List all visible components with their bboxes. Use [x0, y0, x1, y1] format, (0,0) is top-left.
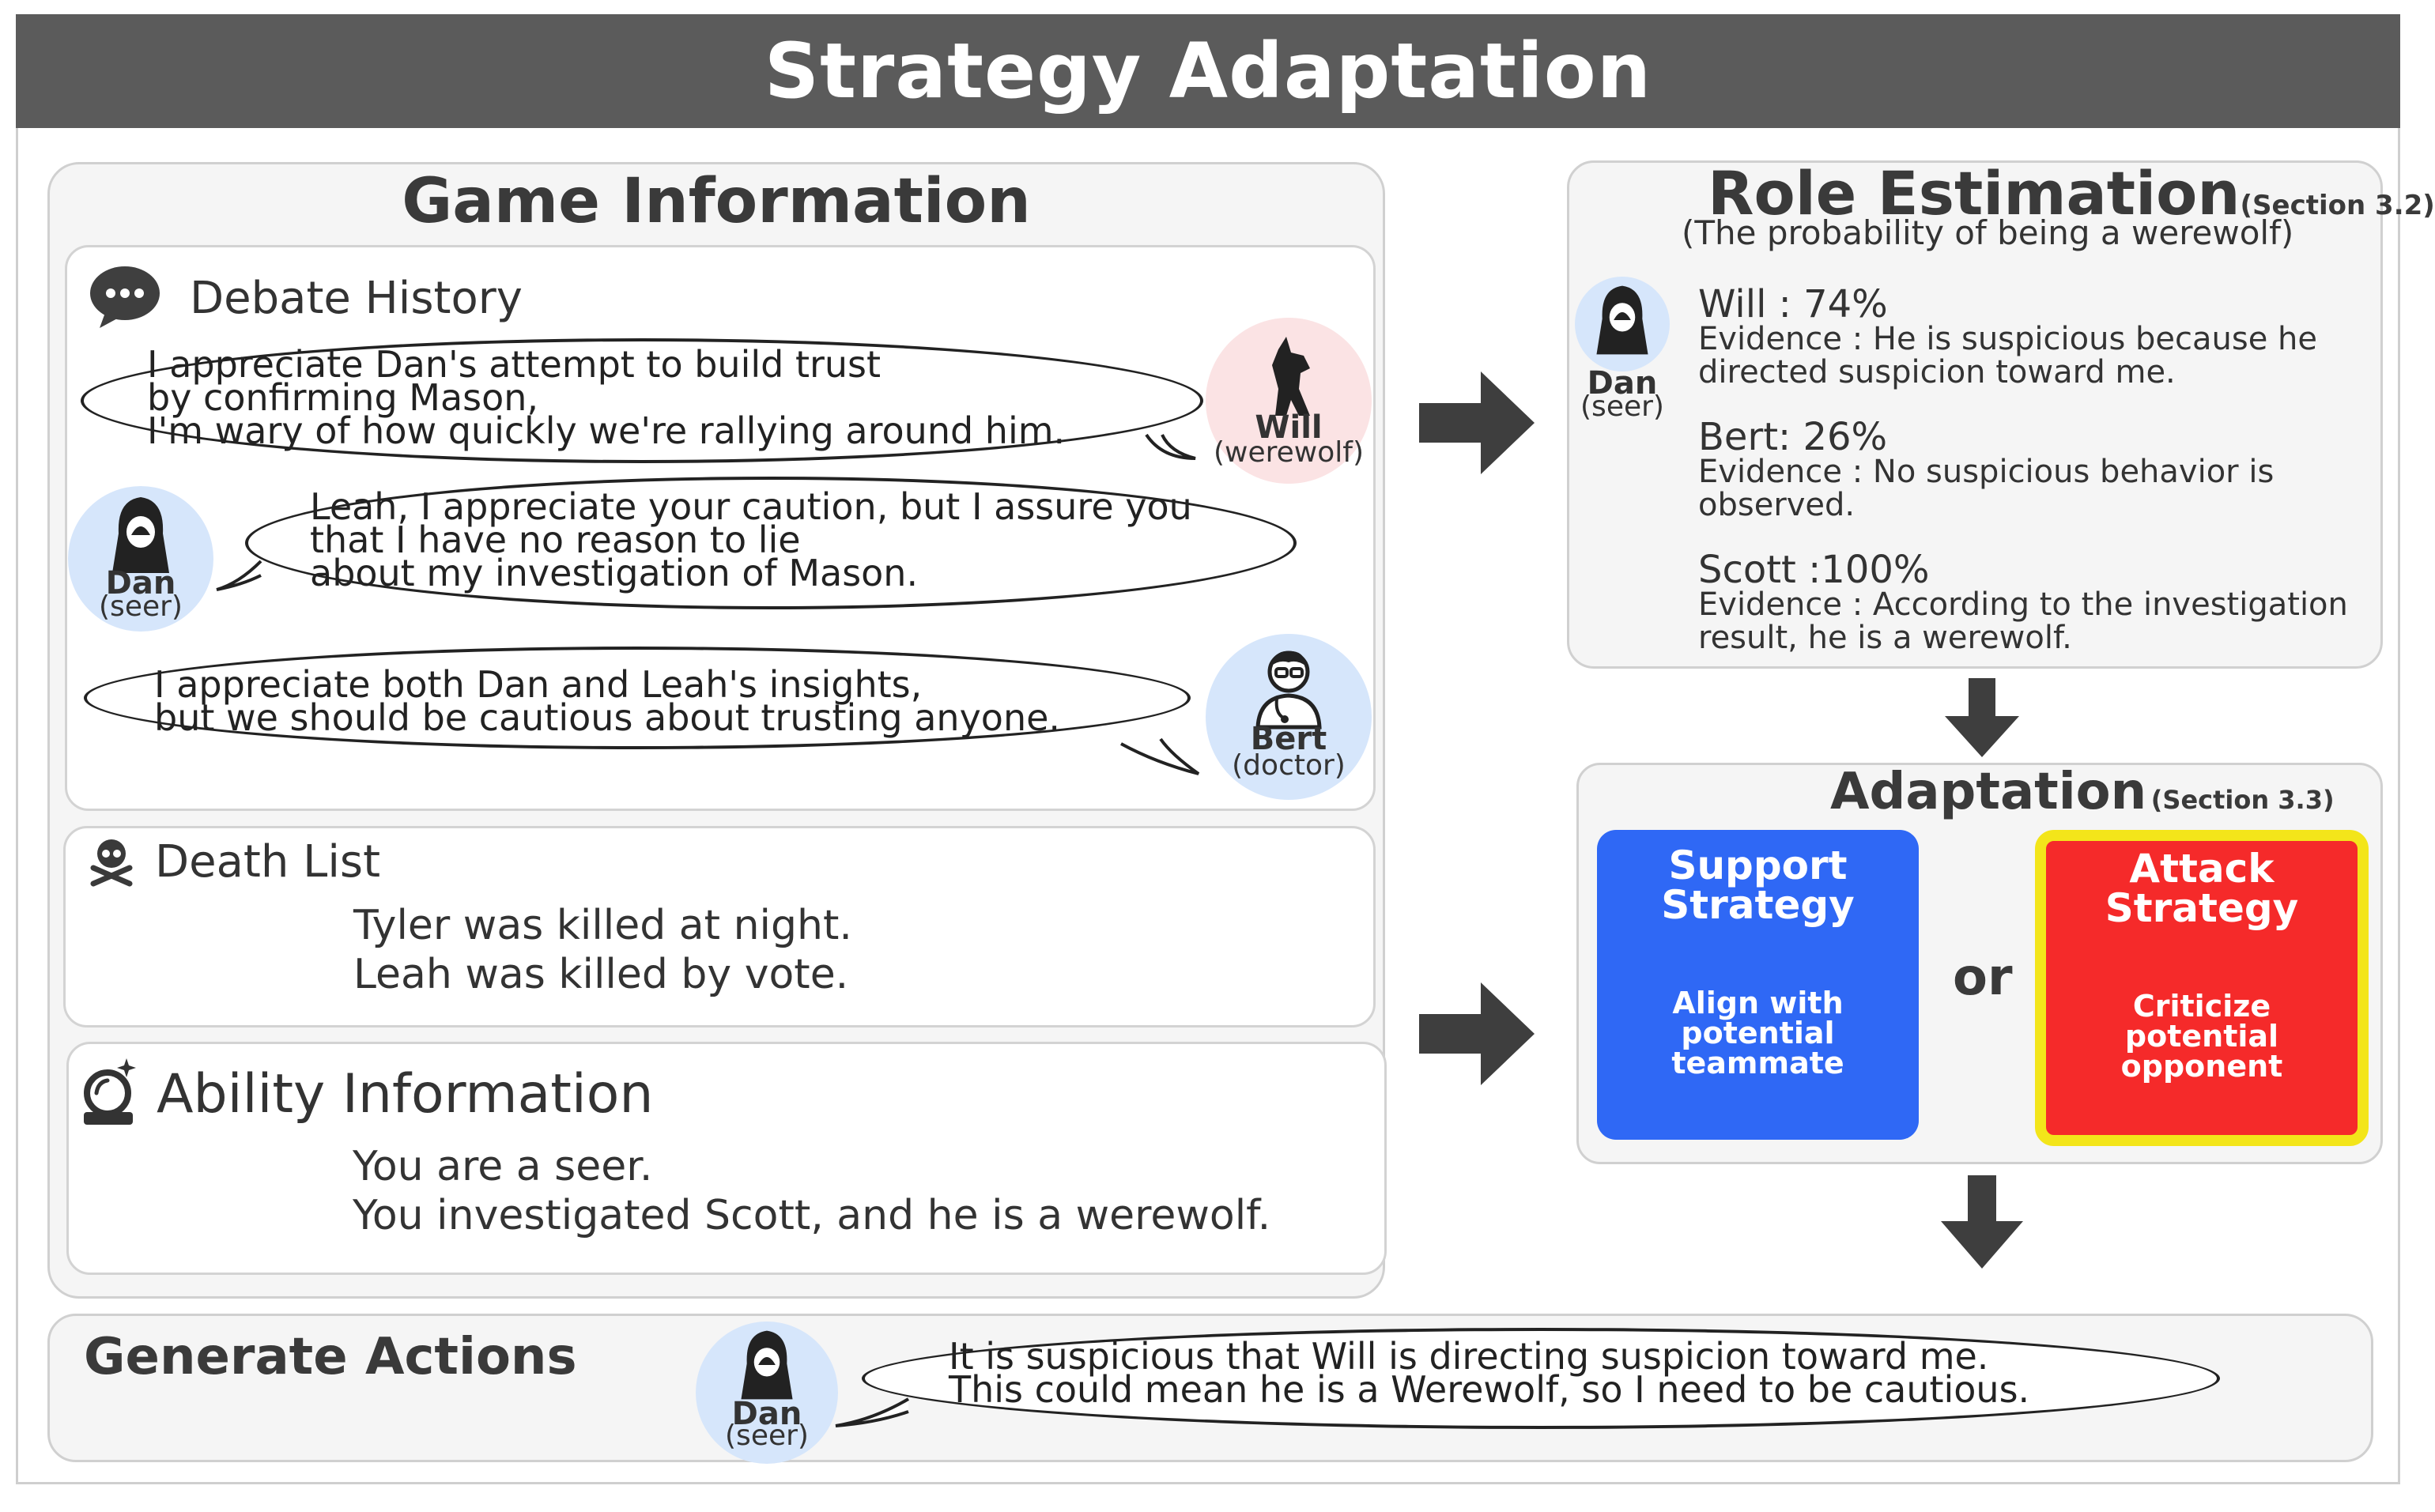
estimate-evidence: directed suspicion toward me.: [1698, 354, 2176, 390]
death-entry: Tyler was killed at night.: [353, 902, 852, 949]
message-line: that I have no reason to lie: [310, 518, 801, 561]
chat-bubble-icon: [90, 266, 160, 328]
speech-bubble-will: [81, 338, 1203, 463]
strategy-title-line: Support: [1668, 843, 1848, 888]
message-dan: Leah, I appreciate your caution, but I a…: [310, 485, 1192, 594]
arrow-right-icon: [1419, 371, 1535, 474]
strategy-desc-line: Criticize: [2132, 989, 2271, 1024]
arrow-right-icon: [1419, 982, 1535, 1085]
role-estimation-subtitle: (The probability of being a werewolf): [1682, 213, 2294, 252]
message-will: I appreciate Dan's attempt to build trus…: [147, 343, 1066, 452]
strategy-desc-line: potential opponent: [2120, 1019, 2283, 1084]
estimator-role: (seer): [1580, 390, 1664, 423]
generate-actions-title: Generate Actions: [84, 1328, 577, 1386]
arrow-down-icon: [1945, 678, 2019, 757]
estimator-name: Dan: [1587, 365, 1658, 402]
avatar-will-name: Will: [1255, 409, 1323, 446]
avatar-dan-debate: Dan (seer): [68, 486, 213, 632]
bubble-tail: [1145, 433, 1196, 460]
estimate-scott: Scott :100% Evidence : According to the …: [1698, 548, 2348, 656]
estimate-head: Will : 74%: [1698, 282, 1888, 326]
message-line: I'm wary of how quickly we're rallying a…: [147, 409, 1066, 452]
ability-information-text: You are a seer. You investigated Scott, …: [353, 1142, 1270, 1240]
estimate-evidence: observed.: [1698, 487, 1856, 523]
hooded-figure-icon: [741, 1330, 793, 1400]
bubble-tail: [216, 560, 262, 591]
estimate-head: Bert: 26%: [1698, 415, 1888, 459]
ability-information-card: [66, 1042, 1387, 1275]
message-line: It is suspicious that Will is directing …: [949, 1335, 1989, 1378]
hooded-figure-icon: [112, 497, 169, 573]
adaptation-title: Adaptation (Section 3.3): [1830, 763, 2335, 821]
attack-strategy-card: Attack Strategy Criticize potential oppo…: [2035, 830, 2369, 1146]
estimate-evidence: Evidence : No suspicious behavior is: [1698, 454, 2275, 490]
strategy-title-line: Strategy: [2105, 885, 2299, 931]
death-list-label: Death List: [155, 836, 381, 888]
crystal-ball-icon: [84, 1058, 136, 1125]
role-estimation-section: (Section 3.2): [2240, 190, 2435, 221]
adaptation-section: (Section 3.3): [2150, 785, 2335, 815]
debate-history-label: Debate History: [190, 273, 523, 324]
message-bert: I appreciate both Dan and Leah's insight…: [154, 663, 1061, 739]
speech-bubble-bert: [84, 647, 1191, 749]
estimate-will: Will : 74% Evidence : He is suspicious b…: [1698, 282, 2317, 390]
avatar-bert-role: (doctor): [1232, 749, 1346, 782]
avatar-dan-role: (seer): [99, 590, 183, 623]
role-estimation-title: Role Estimation(Section 3.2): [1708, 158, 2435, 228]
wolf-icon: [1272, 337, 1310, 416]
avatar-will: Will (werewolf): [1206, 318, 1372, 484]
title-bar: Strategy Adaptation: [16, 14, 2400, 128]
generated-message: It is suspicious that Will is directing …: [949, 1335, 2030, 1411]
role-estimation-panel: [1567, 160, 2383, 669]
death-list-card: [63, 826, 1376, 1027]
strategy-title-line: Strategy: [1661, 882, 1855, 928]
adaptation-heading: Adaptation: [1830, 763, 2147, 821]
attack-strategy-desc: Criticize potential opponent: [2046, 991, 2358, 1081]
avatar-dan-name: Dan: [105, 565, 176, 601]
support-strategy-title: Support Strategy: [1597, 846, 1919, 925]
message-line: Leah, I appreciate your caution, but I a…: [310, 485, 1192, 528]
ability-line: You investigated Scott, and he is a were…: [353, 1192, 1271, 1239]
diagram-title: Strategy Adaptation: [764, 27, 1652, 115]
game-information-title: Game Information: [402, 166, 1031, 237]
or-label: or: [1953, 948, 2013, 1007]
ability-information-label: Ability Information: [157, 1063, 654, 1126]
message-line: I appreciate Dan's attempt to build trus…: [147, 343, 882, 386]
arrow-down-icon: [1941, 1175, 2023, 1269]
avatar-will-role: (werewolf): [1214, 436, 1364, 469]
support-strategy-card: Support Strategy Align with potential te…: [1597, 830, 1919, 1140]
estimate-evidence: result, he is a werewolf.: [1698, 620, 2072, 656]
avatar-dan-generate: Dan (seer): [696, 1322, 838, 1464]
bubble-tail: [835, 1397, 910, 1427]
generate-avatar-role: (seer): [725, 1420, 809, 1452]
estimate-head: Scott :100%: [1698, 548, 1930, 592]
message-line: by confirming Mason,: [147, 376, 539, 419]
message-line: I appreciate both Dan and Leah's insight…: [154, 663, 923, 706]
generate-avatar-name: Dan: [731, 1396, 802, 1432]
strategy-desc-line: potential teammate: [1671, 1016, 1844, 1080]
avatar-bert-name: Bert: [1250, 721, 1327, 757]
message-line: about my investigation of Mason.: [310, 552, 919, 594]
speech-bubble-generate: [862, 1328, 2220, 1429]
message-line: but we should be cautious about trusting…: [154, 696, 1061, 739]
strategy-title-line: Attack: [2129, 846, 2275, 892]
hooded-figure-icon: [1596, 285, 1648, 355]
ability-line: You are a seer.: [353, 1143, 653, 1190]
attack-strategy-title: Attack Strategy: [2046, 849, 2358, 928]
doctor-icon: [1255, 650, 1322, 730]
avatar-bert: Bert (doctor): [1206, 634, 1372, 800]
speech-bubble-dan: [245, 477, 1297, 609]
skull-crossbones-icon: [90, 839, 133, 887]
role-estimation-heading: Role Estimation: [1708, 158, 2241, 228]
message-line: This could mean he is a Werewolf, so I n…: [949, 1368, 2030, 1411]
bubble-tail: [1120, 737, 1200, 775]
death-list-text: Tyler was killed at night. Leah was kill…: [353, 901, 852, 999]
estimate-evidence: Evidence : According to the investigatio…: [1698, 586, 2348, 623]
strategy-desc-line: Align with: [1672, 986, 1844, 1020]
estimate-bert: Bert: 26% Evidence : No suspicious behav…: [1698, 415, 2275, 523]
estimate-evidence: Evidence : He is suspicious because he: [1698, 321, 2317, 357]
avatar-dan-estimator: [1575, 277, 1670, 371]
support-strategy-desc: Align with potential teammate: [1597, 988, 1919, 1078]
death-entry: Leah was killed by vote.: [353, 951, 849, 998]
